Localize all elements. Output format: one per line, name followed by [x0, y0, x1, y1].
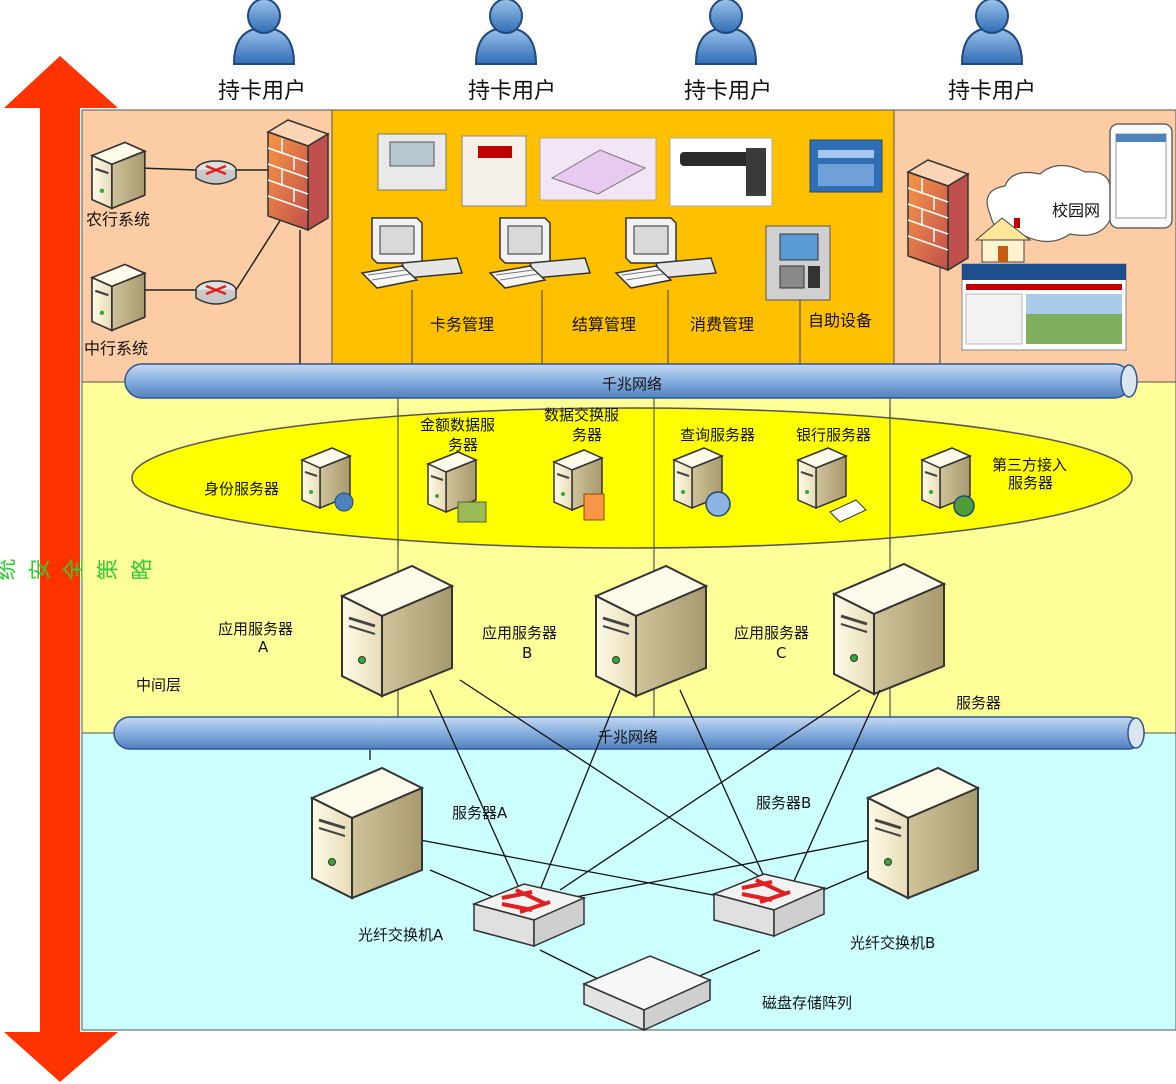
terminal-links — [411, 290, 801, 365]
self-service-label: 自助设备 — [808, 311, 872, 330]
card-user-icon — [961, 0, 1023, 65]
card-mgmt-label: 卡务管理 — [430, 315, 494, 334]
app-server-c-label: C — [776, 644, 786, 662]
third-party-server-label: 第三方接入 — [992, 456, 1067, 474]
amount-server-label: 金额数据服 — [420, 416, 495, 434]
card-user-label: 持卡用户 — [468, 79, 556, 104]
amount-server-label: 务器 — [448, 436, 478, 454]
card-user-label: 持卡用户 — [218, 79, 306, 104]
ellipse-vertical-links — [397, 408, 891, 548]
bank-server-label: 银行服务器 — [796, 426, 871, 444]
printer-icon — [829, 499, 867, 523]
storage-server-a-label: 服务器A — [452, 804, 508, 822]
campus-website-thumbnail — [961, 263, 1127, 351]
boc-system-label: 中行系统 — [84, 339, 148, 358]
query-server-label: 查询服务器 — [680, 426, 755, 444]
abc-system-label: 农行系统 — [86, 210, 150, 229]
router-icon — [194, 159, 238, 186]
card-user-label: 持卡用户 — [684, 79, 772, 104]
firewall-icon — [907, 159, 969, 271]
app-server-b-label: B — [522, 644, 532, 662]
server-cluster-ellipse — [131, 407, 1133, 549]
abc-server-icon — [90, 141, 146, 210]
app-server-c-label: 应用服务器 — [734, 624, 809, 642]
gigabit-top-label: 千兆网络 — [602, 375, 662, 393]
disk-array-icon — [582, 955, 712, 1032]
firewall-icon — [267, 119, 329, 231]
mobile-phone-icon — [1109, 123, 1173, 229]
fiber-switch-a-label: 光纤交换机A — [358, 926, 444, 944]
card-user-icon — [475, 0, 537, 65]
document-icon — [583, 493, 605, 521]
card-user-label: 持卡用户 — [948, 79, 1036, 104]
bank-server-icon — [797, 447, 847, 509]
self-service-kiosk-icon — [765, 225, 831, 301]
fiber-switch-b-label: 光纤交换机B — [850, 934, 935, 952]
card-user-icon — [233, 0, 295, 65]
security-policy-label: 系统安全策略 — [0, 559, 164, 585]
consume-mgmt-label: 消费管理 — [690, 315, 754, 334]
storage-server-b-label: 服务器B — [756, 794, 811, 812]
third-party-server-label: 服务器 — [1008, 474, 1053, 492]
globe-icon — [705, 491, 731, 517]
boc-server-icon — [90, 263, 146, 332]
middle-layer-label: 中间层 — [136, 676, 181, 694]
terminal-devices — [377, 133, 883, 207]
home-icon — [974, 217, 1032, 263]
server-group-label: 服务器 — [956, 694, 1001, 712]
app-server-b-label: 应用服务器 — [482, 624, 557, 642]
settle-mgmt-label: 结算管理 — [572, 315, 636, 334]
exchange-server-label: 务器 — [572, 426, 602, 444]
security-policy-arrow — [4, 56, 118, 1082]
card-user-icon — [695, 0, 757, 65]
globe-icon — [953, 495, 975, 517]
user-badge-icon — [334, 492, 354, 512]
exchange-server-label: 数据交换服 — [544, 406, 619, 424]
gigabit-pipe-top — [124, 363, 1138, 399]
gigabit-bottom-label: 千兆网络 — [598, 728, 658, 746]
router-icon — [194, 279, 238, 306]
disk-array-label: 磁盘存储阵列 — [762, 994, 852, 1012]
gigabit-pipe-bottom — [113, 716, 1145, 750]
app-server-a-label: 应用服务器 — [218, 620, 293, 638]
san-links — [369, 679, 881, 981]
app-server-a-label: A — [258, 638, 269, 656]
campus-net-label: 校园网 — [1052, 201, 1100, 220]
identity-server-label: 身份服务器 — [204, 480, 279, 498]
money-card-icon — [457, 501, 487, 523]
